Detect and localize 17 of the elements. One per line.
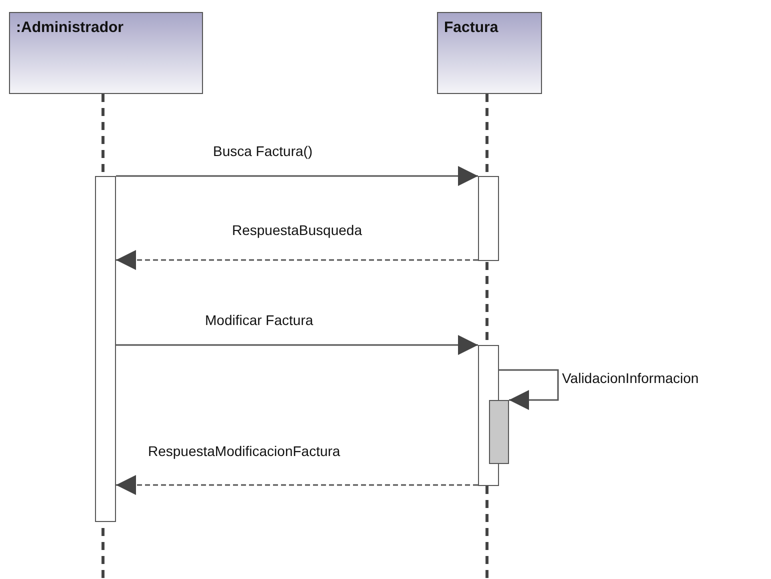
activation-bar (95, 176, 116, 522)
message-arrow (116, 475, 478, 495)
activation-bar (489, 400, 509, 464)
message-label: Busca Factura() (213, 143, 313, 159)
message-arrow (116, 335, 478, 355)
activation-bar (478, 176, 499, 261)
message-arrow (499, 369, 559, 410)
message-label: RespuestaModificacionFactura (148, 443, 340, 459)
message-label: ValidacionInformacion (562, 370, 699, 386)
participant-name: Factura (444, 19, 498, 36)
message-arrow (116, 250, 478, 270)
participant-name: :Administrador (16, 19, 124, 36)
participant-box (437, 12, 542, 94)
message-arrow (116, 166, 478, 186)
message-label: RespuestaBusqueda (232, 222, 362, 238)
message-label: Modificar Factura (205, 312, 314, 328)
participant-box (9, 12, 203, 94)
